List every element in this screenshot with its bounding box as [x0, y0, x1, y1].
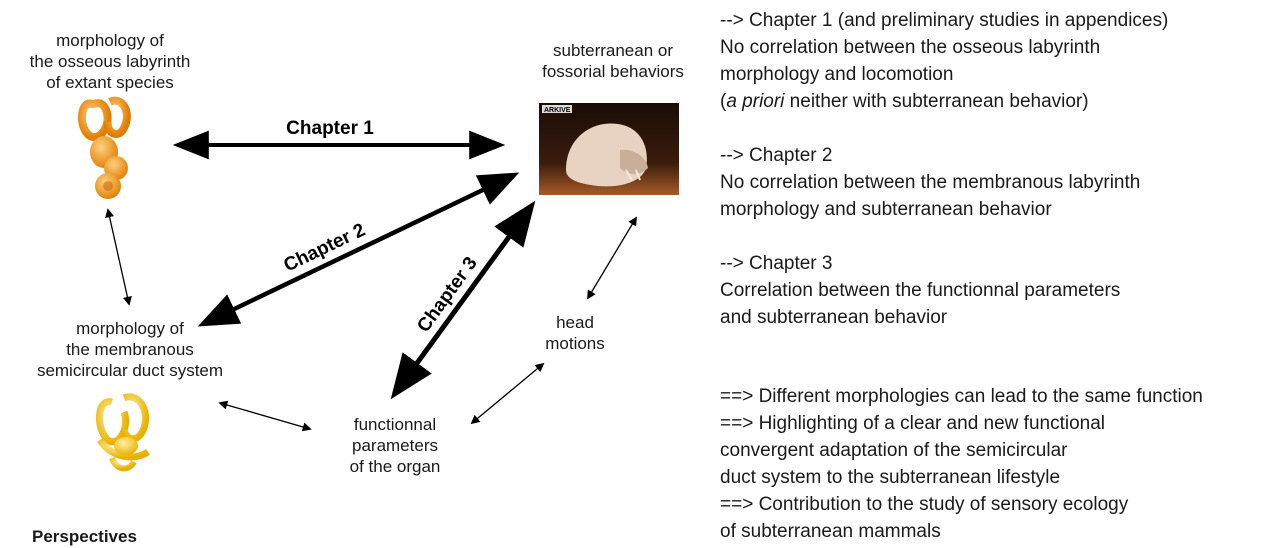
label-line: the membranous: [66, 340, 194, 359]
chapter-3-findings: --> Chapter 3 Correlation between the fu…: [720, 250, 1120, 331]
finding-italic: a priori: [726, 91, 785, 112]
finding-line: Correlation between the functionnal para…: [720, 280, 1121, 301]
conclusion-line: ==> Highlighting of a clear and new func…: [720, 413, 1106, 434]
photo-head-arrow: [587, 216, 637, 300]
chapter-2-findings: --> Chapter 2 No correlation between the…: [720, 142, 1140, 223]
finding-line: No correlation between the osseous labyr…: [720, 37, 1101, 58]
label-line: morphology of: [76, 319, 184, 338]
conclusion-line: ==> Contribution to the study of sensory…: [720, 494, 1129, 515]
finding-paren: (: [720, 91, 727, 112]
finding-line: and subterranean behavior: [720, 307, 948, 328]
label-line: head: [556, 313, 594, 332]
finding-line: morphology and locomotion: [720, 64, 954, 85]
membranous-duct-model: [95, 393, 150, 472]
behavior-label: subterranean or fossorial behaviors: [528, 40, 698, 82]
finding-heading: --> Chapter 1 (and preliminary studies i…: [720, 10, 1169, 31]
label-line: of the organ: [349, 457, 441, 476]
head-motions-label: head motions: [530, 312, 620, 354]
functional-head-arrow: [470, 362, 545, 425]
conclusion-line: of subterranean mammals: [720, 521, 941, 542]
label-line: fossorial behaviors: [542, 62, 684, 81]
label-line: parameters: [352, 436, 438, 455]
functional-parameters-label: functionnal parameters of the organ: [320, 414, 470, 477]
conclusions-block: ==> Different morphologies can lead to t…: [720, 383, 1203, 545]
diagram-canvas: ARKIVE Chapter 1 Chapter 2 Chapter 3: [78, 96, 679, 472]
finding-heading: --> Chapter 2: [720, 145, 833, 166]
finding-text: neither with subterranean behavior): [784, 91, 1089, 112]
label-line: motions: [545, 334, 605, 353]
chapter-1-findings: --> Chapter 1 (and preliminary studies i…: [720, 7, 1168, 115]
finding-line: No correlation between the membranous la…: [720, 172, 1141, 193]
osseous-labyrinth-label: morphology of the osseous labyrinth of e…: [10, 30, 210, 93]
chapter-3-arrow: [390, 200, 536, 400]
finding-line: morphology and subterranean behavior: [720, 199, 1052, 220]
finding-heading: --> Chapter 3: [720, 253, 833, 274]
chapter-2-arrow: [197, 172, 520, 327]
label-line: morphology of: [56, 31, 164, 50]
conclusion-line: duct system to the subterranean lifestyl…: [720, 467, 1061, 488]
osseous-membranous-arrow: [105, 208, 132, 306]
membranous-duct-label: morphology of the membranous semicircula…: [10, 318, 250, 381]
osseous-labyrinth-model: [78, 96, 131, 199]
conclusion-line: ==> Different morphologies can lead to t…: [720, 386, 1203, 407]
label-line: semicircular duct system: [36, 361, 224, 380]
finding-line: (a priori neither with subterranean beha…: [720, 88, 1168, 115]
label-line: the osseous labyrinth: [29, 52, 191, 71]
conclusion-line: convergent adaptation of the semicircula…: [720, 440, 1068, 461]
photo-logo: ARKIVE: [544, 107, 571, 114]
label-line: subterranean or: [552, 41, 674, 60]
label-line: of extant species: [46, 73, 174, 92]
chapter-1-label: Chapter 1: [286, 118, 374, 139]
label-line: functionnal: [353, 415, 437, 434]
mole-rat-photo: ARKIVE: [539, 103, 679, 195]
perspectives-heading: Perspectives: [32, 527, 137, 546]
membranous-functional-arrow: [218, 400, 312, 432]
